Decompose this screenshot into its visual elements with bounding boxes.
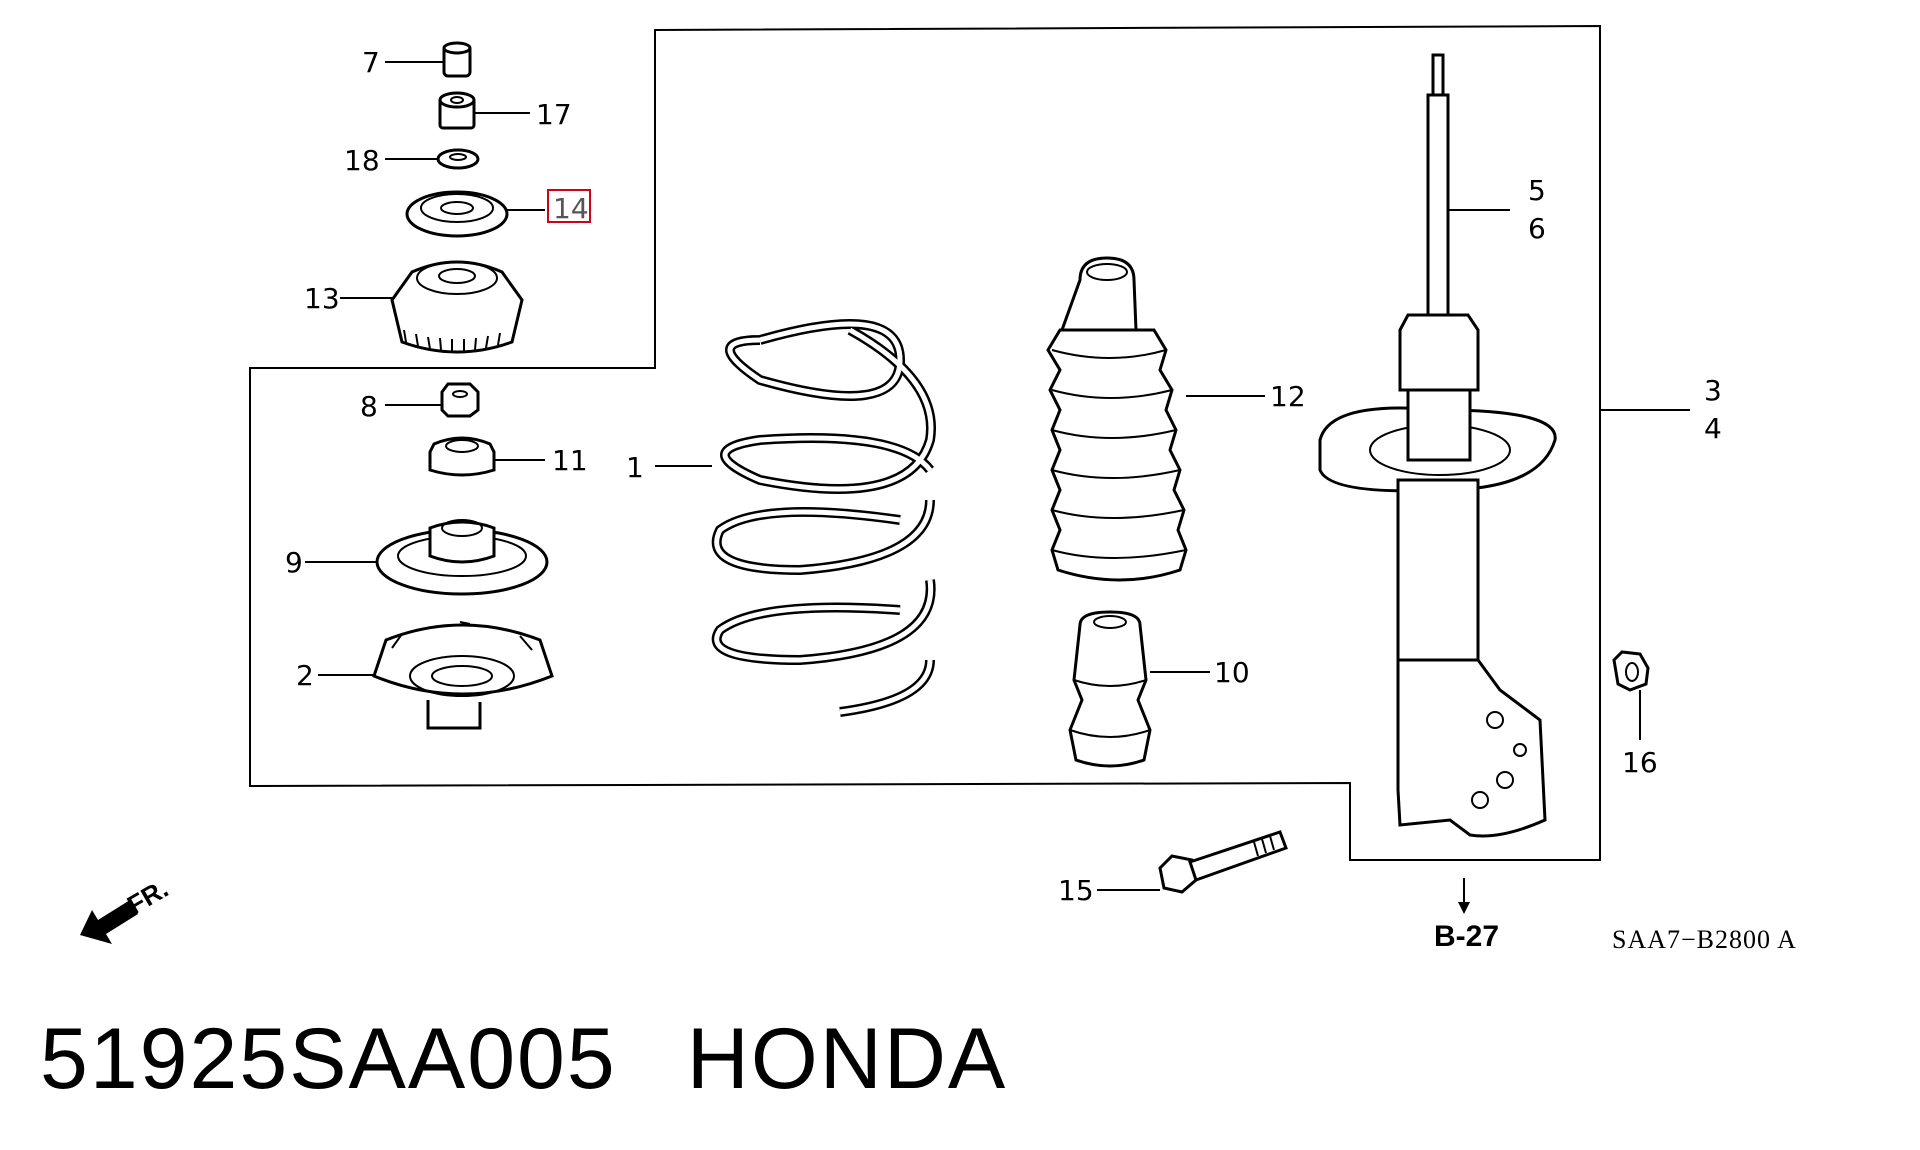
diagram-code: SAA7−B2800 A <box>1612 925 1797 954</box>
callout-1: 1 <box>626 451 644 484</box>
callout-11: 11 <box>552 444 588 477</box>
callout-13: 13 <box>304 282 340 315</box>
callout-14: 14 <box>553 192 589 225</box>
part-9-spring-seat <box>375 519 549 596</box>
leader-lines <box>305 61 1690 914</box>
part-2-lower-seat <box>372 621 554 730</box>
brand-name: HONDA <box>686 1011 1008 1107</box>
parts-diagram: FR. 7 17 18 13 8 11 9 2 1 12 10 5 6 3 <box>80 24 1797 954</box>
part-8-nut <box>440 382 480 418</box>
callouts: 7 17 18 13 8 11 9 2 1 12 10 5 6 3 4 15 1… <box>285 46 1722 907</box>
callout-8: 8 <box>360 390 378 423</box>
callout-15: 15 <box>1058 874 1094 907</box>
callout-17: 17 <box>536 98 572 131</box>
part-17-bushing <box>438 91 476 130</box>
part-13-strut-mount <box>390 260 524 354</box>
callout-16: 16 <box>1622 746 1658 779</box>
part-16-flange-nut <box>1612 650 1650 692</box>
callout-2: 2 <box>296 659 314 692</box>
assembly-boundary <box>249 24 1601 861</box>
part-12-dust-boot <box>1046 256 1188 582</box>
part-18-washer <box>436 148 480 170</box>
part-7-cap <box>442 41 472 78</box>
part-14-mount-washer <box>405 190 509 238</box>
part-number: 51925SAA005 <box>40 1011 617 1107</box>
callout-6: 6 <box>1528 212 1546 245</box>
part-15-bolt <box>1158 830 1288 894</box>
callout-9: 9 <box>285 546 303 579</box>
callout-18: 18 <box>344 144 380 177</box>
reference-link-b27[interactable]: B-27 <box>1434 920 1499 953</box>
part-11-bushing <box>428 436 496 477</box>
front-direction-arrow <box>80 900 138 944</box>
callout-3: 3 <box>1704 374 1722 407</box>
part-3-4-strut-assembly <box>1318 53 1557 838</box>
part-1-coil-spring-inner <box>714 321 934 715</box>
callout-14-highlight[interactable]: 14 <box>547 189 591 225</box>
callout-5: 5 <box>1528 174 1546 207</box>
callout-10: 10 <box>1214 656 1250 689</box>
callout-7: 7 <box>362 46 380 79</box>
part-caption: 51925SAA005 HONDA <box>40 1010 1077 1109</box>
callout-4: 4 <box>1704 412 1722 445</box>
callout-12: 12 <box>1270 380 1306 413</box>
part-10-bump-stop <box>1068 610 1152 768</box>
